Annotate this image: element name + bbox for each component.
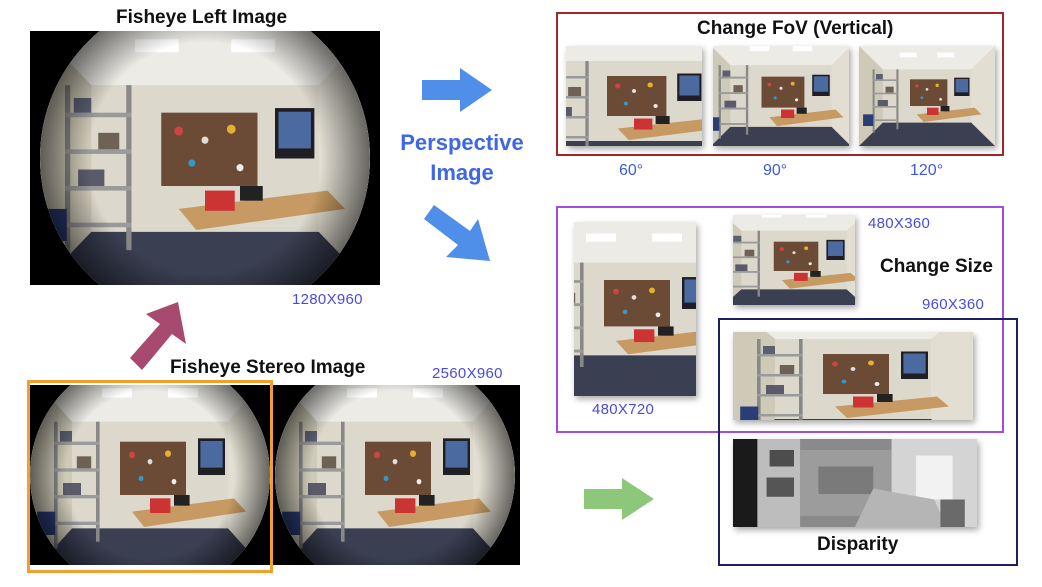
arrow-right-blue-icon [422, 68, 492, 112]
size-480x720-image [574, 222, 696, 396]
fov-title: Change FoV (Vertical) [697, 18, 894, 39]
fisheye-stereo-size: 2560X960 [432, 365, 503, 382]
arrow-right-green-icon [584, 478, 654, 520]
disparity-group-frame [718, 318, 1018, 566]
fisheye-left-image [30, 31, 380, 285]
fisheye-stereo-title: Fisheye Stereo Image [170, 357, 366, 378]
size-480x360-image [733, 215, 855, 305]
disparity-map-image [733, 439, 977, 527]
fov-label-60: 60° [619, 162, 644, 179]
fov-120-image [859, 46, 995, 146]
stereo-left-highlight-frame [27, 380, 273, 573]
fov-60-image [566, 46, 702, 146]
disparity-title: Disparity [817, 534, 899, 555]
fisheye-left-size: 1280X960 [292, 291, 363, 308]
perspective-label: Perspective Image [390, 128, 534, 188]
fov-label-90: 90° [763, 162, 788, 179]
size-480x720-label: 480X720 [592, 401, 655, 418]
perspective-label-line1: Perspective [400, 130, 524, 155]
size-960x360-label: 960X360 [922, 296, 985, 313]
fov-group-frame [556, 12, 1004, 156]
fov-90-image [713, 46, 849, 146]
fisheye-left-title: Fisheye Left Image [116, 7, 288, 28]
fov-label-120: 120° [910, 162, 944, 179]
size-480x360-label: 480X360 [868, 215, 931, 232]
arrow-up-magenta-icon [128, 300, 190, 372]
fisheye-stereo-image [30, 385, 520, 565]
size-title: Change Size [880, 256, 993, 277]
perspective-label-line2: Image [430, 160, 494, 185]
arrow-down-right-blue-icon [424, 205, 494, 265]
